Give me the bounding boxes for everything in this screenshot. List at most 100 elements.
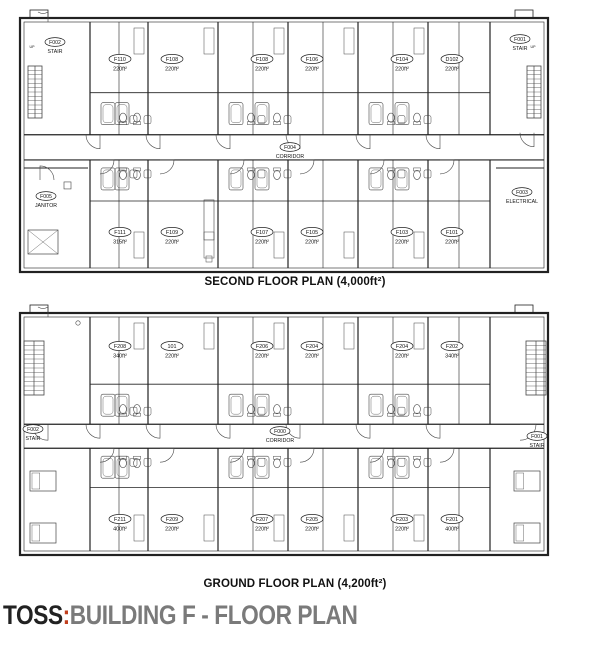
- room-area-label: 220ft²: [255, 240, 269, 246]
- exterior-door-swing: [37, 306, 49, 317]
- bathroom-fixtures-bottom: [368, 455, 406, 479]
- bathtub-basin: [230, 104, 242, 123]
- door-swing-top: [215, 134, 231, 150]
- toilet-tank: [413, 167, 421, 172]
- door-swing-bottom: [299, 159, 315, 175]
- toilet-tank: [273, 121, 281, 125]
- bathroom-fixtures-bottom: [114, 167, 152, 191]
- closet: [203, 231, 215, 259]
- toilet: [273, 170, 281, 180]
- bathtub-basin: [102, 104, 114, 123]
- toilet: [247, 404, 255, 415]
- closet: [273, 27, 285, 55]
- sink: [143, 115, 152, 124]
- toilet: [119, 458, 127, 469]
- closet: [133, 231, 145, 259]
- bathroom-fixtures-top: [254, 393, 292, 417]
- second-floor-plan-title: SECOND FLOOR PLAN (4,000ft²): [204, 276, 386, 288]
- room-id-label: F211: [114, 517, 126, 523]
- bathtub-basin: [256, 169, 268, 189]
- exterior-step: [29, 9, 49, 19]
- toilet-tank: [247, 412, 255, 417]
- closet: [203, 514, 215, 542]
- bathtub-basin: [256, 104, 268, 123]
- bathroom-fixtures-bottom: [114, 455, 152, 479]
- room-tag-ellipse: [440, 341, 464, 351]
- toilet-tank: [413, 455, 421, 460]
- door-swing-bottom: [229, 159, 245, 175]
- toilet-tank: [133, 455, 141, 460]
- brand-title: BUILDING F - FLOOR PLAN: [69, 600, 358, 630]
- toss-logo: TOSS: [3, 600, 63, 630]
- room-id-label: F106: [306, 57, 318, 63]
- door-swing-bottom: [159, 159, 175, 175]
- toilet-tank: [247, 455, 255, 460]
- storage-closet: [203, 199, 215, 241]
- bed: [29, 522, 57, 544]
- space-id-label: F004: [284, 145, 296, 151]
- bathroom-fixtures-bottom: [254, 167, 292, 191]
- toilet: [133, 170, 141, 180]
- room-area-label: 315ft²: [113, 240, 127, 246]
- room-area-label: 220ft²: [305, 354, 319, 360]
- space-name-label: CORRIDOR: [266, 438, 294, 444]
- bathtub: [368, 102, 384, 126]
- space-tag-ellipse: [509, 34, 531, 44]
- room-id-label: F108: [256, 57, 268, 63]
- room-tag-ellipse: [250, 514, 274, 524]
- bathtub: [394, 102, 410, 126]
- bathtub: [228, 167, 244, 191]
- toilet-tank: [133, 167, 141, 172]
- bathtub-basin: [116, 169, 128, 189]
- space-id-label: F000: [274, 429, 286, 435]
- bathroom-fixtures-top: [100, 393, 138, 417]
- door-swing-bottom: [439, 159, 455, 175]
- space-tag-ellipse: [269, 426, 291, 436]
- room-tag-ellipse: [390, 227, 414, 237]
- sink: [423, 115, 432, 124]
- bed-frame: [513, 522, 541, 544]
- door-swing-bottom: [439, 447, 455, 463]
- room-id-label: F204: [306, 344, 318, 350]
- bathroom-fixtures-top: [394, 102, 432, 126]
- room-id-label: F201: [446, 517, 458, 523]
- closet: [133, 27, 145, 55]
- room-area-label: 400ft²: [445, 527, 459, 533]
- room-tag-ellipse: [160, 227, 184, 237]
- room-tag-ellipse: [250, 54, 274, 64]
- bathtub: [368, 167, 384, 191]
- exterior-wall: [18, 311, 550, 557]
- closet: [343, 514, 355, 542]
- room-tag: F204 220ft²: [300, 341, 324, 360]
- sink: [423, 169, 432, 179]
- room-id-label: F202: [446, 344, 458, 350]
- toilet: [119, 404, 127, 415]
- stair-right: [526, 65, 542, 119]
- sink: [257, 115, 266, 124]
- space-tag-ellipse: [511, 187, 533, 197]
- bathtub: [254, 102, 270, 126]
- sink: [397, 115, 406, 124]
- bed: [513, 522, 541, 544]
- room-tag-ellipse: [390, 341, 414, 351]
- room-tag-ellipse: [390, 514, 414, 524]
- space-name-label: STAIR: [513, 46, 528, 52]
- bathtub: [228, 102, 244, 126]
- bathroom-fixtures-bottom: [394, 167, 432, 191]
- room-area-label: 220ft²: [165, 67, 179, 73]
- stair-up-mark: UP: [30, 45, 36, 49]
- closet: [413, 322, 425, 350]
